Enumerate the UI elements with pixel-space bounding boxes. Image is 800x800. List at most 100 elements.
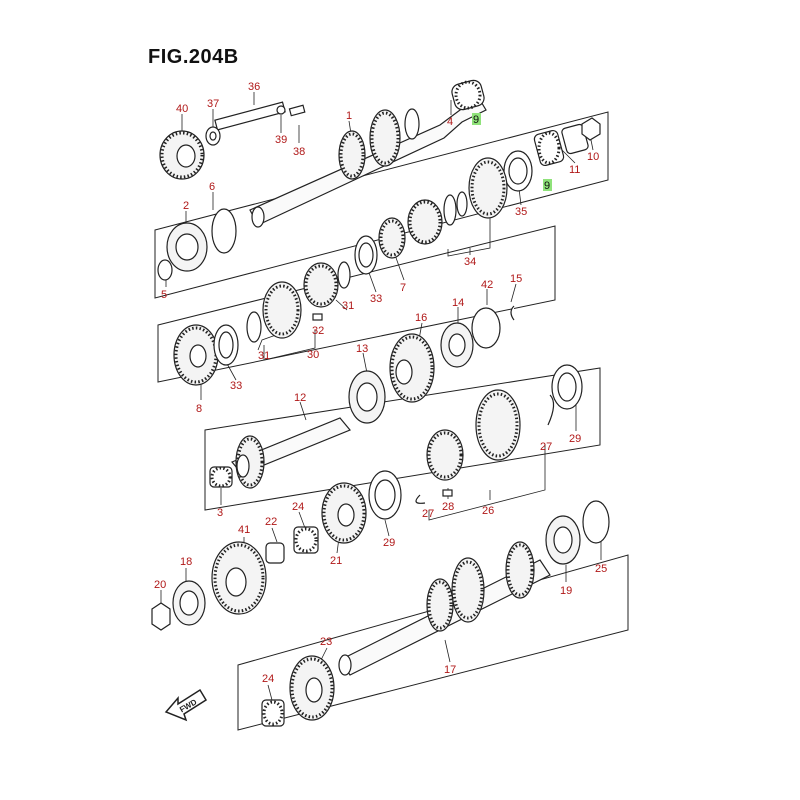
hub-30-teeth	[304, 264, 338, 306]
figure-title: FIG.204B	[148, 46, 239, 68]
callout-11: 11	[569, 164, 580, 176]
countershaft-lower-group	[261, 500, 610, 727]
callout-32: 32	[312, 325, 324, 337]
callout-13: 13	[356, 343, 368, 355]
callout-29a: 29	[569, 433, 581, 445]
callout-18: 18	[180, 556, 192, 568]
hub-28-teeth	[427, 431, 463, 479]
shaft-12-end	[236, 454, 250, 478]
callout-31a: 31	[342, 300, 354, 312]
shaft-17-end	[338, 654, 352, 676]
shim-25	[582, 500, 610, 544]
spring-27a	[547, 394, 555, 426]
callout-20: 20	[154, 579, 166, 591]
spring-31a	[246, 311, 262, 343]
section-frames	[154, 111, 629, 731]
highlight-9a	[472, 113, 481, 125]
frame-main-shaft	[154, 111, 609, 299]
ring-34b	[456, 191, 468, 217]
synchro-ring-33-inner	[358, 242, 374, 268]
sleeve-30-teeth	[264, 284, 300, 336]
main-shaft-group	[157, 79, 601, 281]
highlight-9b	[543, 179, 552, 191]
frame-synchro-group	[157, 225, 556, 383]
gear-8-hub	[189, 344, 207, 368]
callout-8: 8	[196, 403, 202, 415]
callout-36: 36	[248, 81, 260, 93]
gear-40-hub	[176, 144, 196, 168]
callout-3: 3	[217, 507, 223, 519]
callout-9b: 9	[544, 180, 550, 192]
synchro-ring-33b-inner	[218, 331, 234, 359]
key-28	[442, 489, 453, 497]
callout-17: 17	[444, 664, 456, 676]
collar-22	[265, 542, 285, 564]
gear-41-hub	[225, 567, 247, 597]
fwd-arrow-icon: FWD	[164, 688, 208, 722]
shaft-17-gear-c-teeth	[427, 580, 453, 630]
gear-7	[378, 217, 406, 259]
callout-25: 25	[595, 563, 607, 575]
needle-bearing-24-rollers	[294, 527, 318, 553]
countershaft-upper-group	[209, 364, 583, 520]
shaft-1-gear-a	[338, 130, 366, 180]
bearing-4-rollers	[454, 80, 482, 110]
shaft-17-gear-a	[505, 541, 535, 599]
gear-41-teeth	[213, 543, 265, 613]
shaft-1-collar	[404, 108, 420, 140]
callout-6: 6	[209, 181, 215, 193]
shaft-1-gear-b-teeth	[370, 111, 400, 165]
hub-34	[407, 199, 443, 245]
counter-gear-group	[151, 482, 367, 631]
callout-37: 37	[207, 98, 219, 110]
hub-28	[426, 429, 464, 481]
shaft-1-gear-a-teeth	[339, 132, 365, 178]
gear-23-hub	[305, 677, 323, 703]
gear-23-teeth	[290, 657, 334, 719]
callout-27a: 27	[540, 441, 552, 453]
callout-26: 26	[482, 505, 494, 517]
synchro-ring-35-inner	[508, 157, 528, 185]
ball-39	[276, 105, 286, 115]
callout-15: 15	[510, 273, 522, 285]
frame-countershaft-upper	[204, 367, 601, 511]
callout-14: 14	[452, 297, 464, 309]
callout-1: 1	[346, 110, 352, 122]
needle-bearing-3-rollers	[210, 466, 232, 488]
callout-27b: 27	[422, 508, 434, 520]
callout-21: 21	[330, 555, 342, 567]
snap-ring-5	[157, 259, 173, 281]
callout-42: 42	[481, 279, 493, 291]
bearing-2-inner	[175, 233, 199, 261]
bolt-38	[288, 104, 306, 117]
gear-40-teeth	[160, 131, 204, 179]
callout-9a: 9	[473, 114, 479, 126]
callout-40: 40	[176, 103, 188, 115]
callout-2: 2	[183, 200, 189, 212]
callout-38: 38	[293, 146, 305, 158]
shaft-17-gear-a-teeth	[506, 543, 534, 597]
callout-34: 34	[464, 256, 476, 268]
nut-20	[151, 602, 171, 631]
synchro-ring-29a-inner	[557, 372, 577, 402]
callout-31b: 31	[258, 350, 270, 362]
bearing-13-inner	[356, 382, 378, 412]
callout-19: 19	[560, 585, 572, 597]
needle-bearing-9-rollers	[537, 131, 561, 165]
callout-12: 12	[294, 392, 306, 404]
callout-33b: 33	[230, 380, 242, 392]
sleeve-hub-34-teeth	[470, 160, 506, 216]
pin-36	[214, 101, 286, 131]
spring-27b	[415, 494, 426, 504]
needle-bearing-24	[293, 526, 319, 554]
bearing-19-inner	[553, 526, 573, 554]
callout-30: 30	[307, 349, 319, 361]
callout-22: 22	[265, 516, 277, 528]
ring-34a	[443, 194, 457, 226]
callout-41: 41	[238, 524, 250, 536]
hub-34-teeth	[408, 200, 442, 244]
bearing-18-inner	[179, 590, 199, 616]
callout-39: 39	[275, 134, 287, 146]
callout-4: 4	[447, 116, 453, 128]
